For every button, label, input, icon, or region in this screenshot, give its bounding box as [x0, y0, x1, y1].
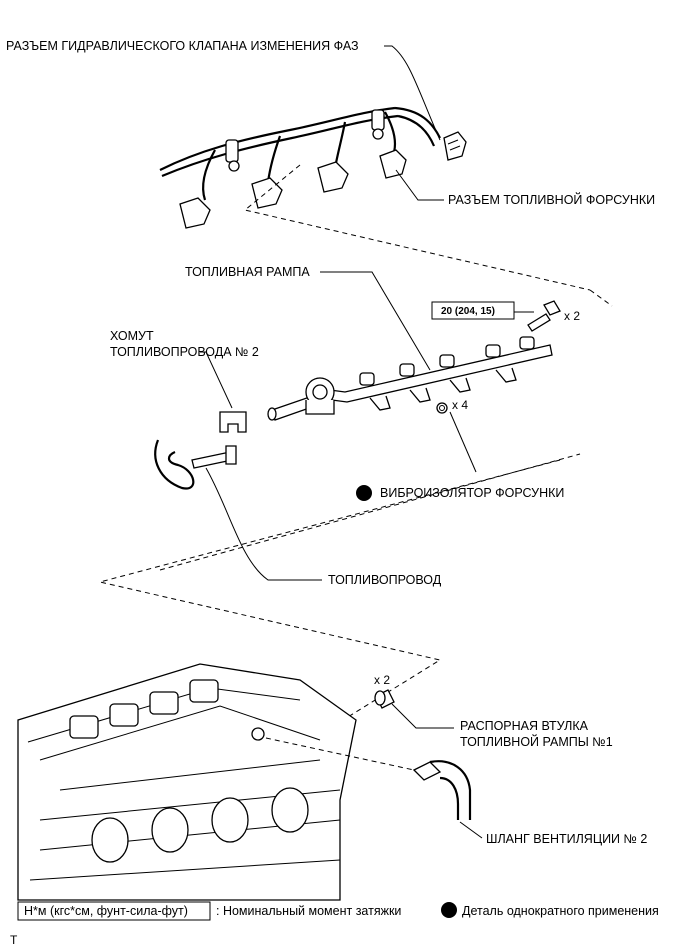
legend-torque-box: [17, 901, 211, 921]
non-reusable-marker: [356, 485, 372, 501]
label-fuel-pipe: ТОПЛИВОПРОВОД: [328, 573, 442, 587]
label-spacer-line1: РАСПОРНАЯ ВТУЛКА: [460, 719, 589, 733]
bolt-icon: [527, 300, 561, 332]
fuel-pipe-clamp-icon: [219, 411, 247, 433]
torque-spec-box: [431, 301, 515, 320]
label-vvt-connector: РАЗЪЕМ ГИДРАВЛИЧЕСКОГО КЛАПАНА ИЗМЕНЕНИЯ…: [6, 39, 359, 53]
legend-torque-desc: : Номинальный момент затяжки: [216, 904, 401, 918]
legend-non-reusable-icon: [441, 902, 457, 918]
label-injector-insulator: ВИБРОИЗОЛЯТОР ФОРСУНКИ: [380, 486, 564, 500]
label-fuel-rail: ТОПЛИВНАЯ РАМПА: [185, 265, 310, 279]
ventilation-hose-icon: [412, 760, 472, 820]
spacer-sleeve-icon: [374, 689, 395, 709]
label-vent-hose: ШЛАНГ ВЕНТИЛЯЦИИ № 2: [486, 832, 647, 846]
label-spacer-qty: x 2: [374, 673, 390, 687]
label-spacer-line2: ТОПЛИВНОЙ РАМПЫ №1: [460, 734, 613, 749]
label-clamp-line2: ТОПЛИВОПРОВОДА № 2: [110, 345, 259, 359]
torque-spec-value: 20 (204, 15): [441, 306, 495, 317]
fuel-rail-icon: [267, 336, 553, 421]
label-bolt-qty: x 2: [564, 309, 580, 323]
fuel-pipe-icon: [154, 439, 237, 490]
injector-connector-icon: [179, 149, 407, 229]
legend-non-reusable-text: Деталь однократного применения: [462, 904, 659, 918]
insulator-ring-icon: [436, 402, 448, 414]
engine-block-icon: [17, 663, 357, 901]
footer-code: T: [10, 933, 18, 947]
wire-harness: [159, 106, 441, 201]
label-insulator-qty: x 4: [452, 398, 468, 412]
vvt-connector-icon: [443, 131, 467, 161]
label-clamp-line1: ХОМУТ: [110, 329, 154, 343]
legend-torque-units: Н*м (кгс*см, фунт-сила-фут): [24, 904, 188, 918]
label-injector-connector: РАЗЪЕМ ТОПЛИВНОЙ ФОРСУНКИ: [448, 192, 655, 207]
